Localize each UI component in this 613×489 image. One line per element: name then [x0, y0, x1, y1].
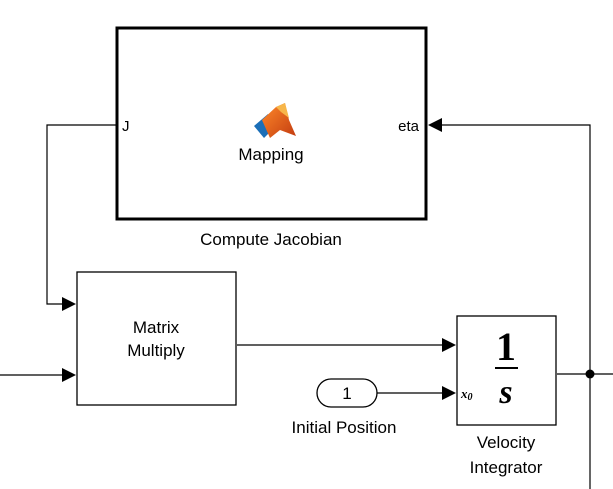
integrator-x0-port: x0 [460, 386, 473, 403]
matlab-membrane-icon [254, 103, 296, 138]
matrix-multiply-block[interactable]: Matrix Multiply [76, 271, 237, 406]
arrowhead-mm-in1 [62, 297, 76, 311]
matrix-multiply-line2: Multiply [127, 341, 185, 360]
mapping-port-eta: eta [398, 118, 420, 135]
arrowhead-int-in [442, 338, 456, 352]
integrator-denominator: s [498, 374, 512, 411]
integrator-caption-line1: Velocity [477, 433, 536, 452]
signal-line-feedback[interactable] [441, 124, 591, 374]
arrowhead-int-x0 [442, 386, 456, 400]
mapping-port-j: J [122, 118, 130, 135]
integrator-numerator: 1 [496, 324, 516, 369]
branch-point [585, 369, 595, 379]
matrix-multiply-line1: Matrix [133, 318, 180, 337]
integrator-x0-text: x [460, 386, 468, 401]
integrator-caption-line2: Integrator [470, 458, 543, 477]
constant-caption: Initial Position [292, 418, 397, 437]
arrowhead-eta [428, 118, 442, 132]
mapping-block-caption: Compute Jacobian [200, 230, 342, 249]
mapping-block[interactable]: Mapping J eta [115, 26, 428, 221]
constant-block[interactable]: 1 [316, 378, 378, 408]
constant-value: 1 [342, 384, 351, 403]
signal-line-jacobian[interactable] [46, 124, 116, 305]
mapping-block-name: Mapping [238, 145, 303, 164]
arrowhead-mm-in2 [62, 368, 76, 382]
integrator-block[interactable]: 1 s x0 [456, 315, 557, 426]
